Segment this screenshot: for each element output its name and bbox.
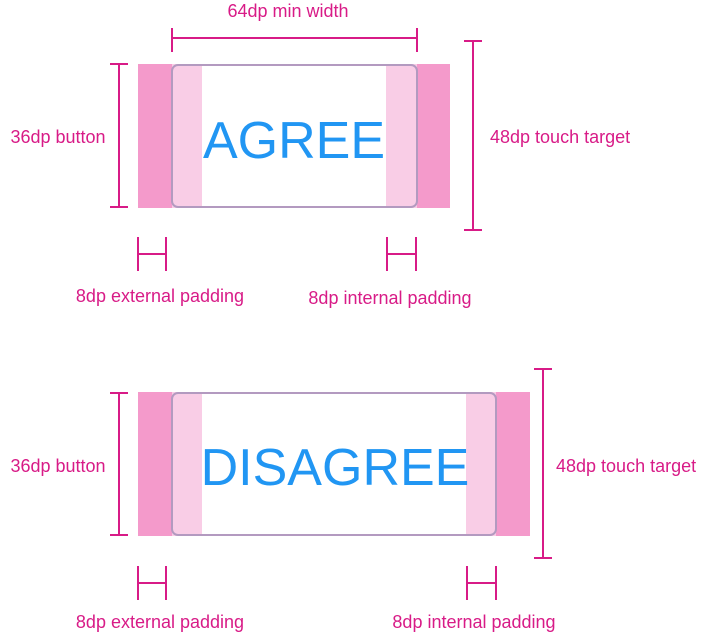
internal-padding-left xyxy=(172,64,202,208)
internal-padding-measure xyxy=(386,237,417,271)
external-padding-right xyxy=(417,64,450,208)
button-height-label: 36dp button xyxy=(10,127,105,147)
button-height-measure xyxy=(110,63,128,208)
agree-button-label: AGREE xyxy=(203,112,385,170)
internal-padding-measure xyxy=(466,566,497,600)
external-padding-right xyxy=(496,392,530,536)
agree-button-outline xyxy=(171,64,418,208)
button-height-label: 36dp button xyxy=(10,456,105,476)
touch-target-measure xyxy=(464,40,482,231)
internal-padding-label: 8dp internal padding xyxy=(308,288,471,308)
disagree-button-outline xyxy=(171,392,497,536)
touch-target-label: 48dp touch target xyxy=(490,127,630,147)
external-padding-measure xyxy=(137,237,167,271)
internal-padding-label: 8dp internal padding xyxy=(392,612,555,632)
external-padding-left xyxy=(138,392,172,536)
touch-target-measure xyxy=(534,368,552,559)
external-padding-left xyxy=(138,64,172,208)
bottom-example: 36dp button DISAGREE 48dp touch target 8… xyxy=(10,368,696,632)
touch-target-label: 48dp touch target xyxy=(556,456,696,476)
min-width-measure xyxy=(171,28,418,52)
external-padding-label: 8dp external padding xyxy=(76,286,244,306)
min-width-label: 64dp min width xyxy=(227,1,348,21)
internal-padding-left xyxy=(172,392,202,536)
button-height-measure xyxy=(110,392,128,536)
top-example: 64dp min width 36dp button AGREE 48dp to… xyxy=(10,1,630,308)
internal-padding-right xyxy=(466,392,496,536)
disagree-button-label: DISAGREE xyxy=(201,439,470,497)
external-padding-label: 8dp external padding xyxy=(76,612,244,632)
internal-padding-right xyxy=(386,64,417,208)
external-padding-measure xyxy=(137,566,167,600)
